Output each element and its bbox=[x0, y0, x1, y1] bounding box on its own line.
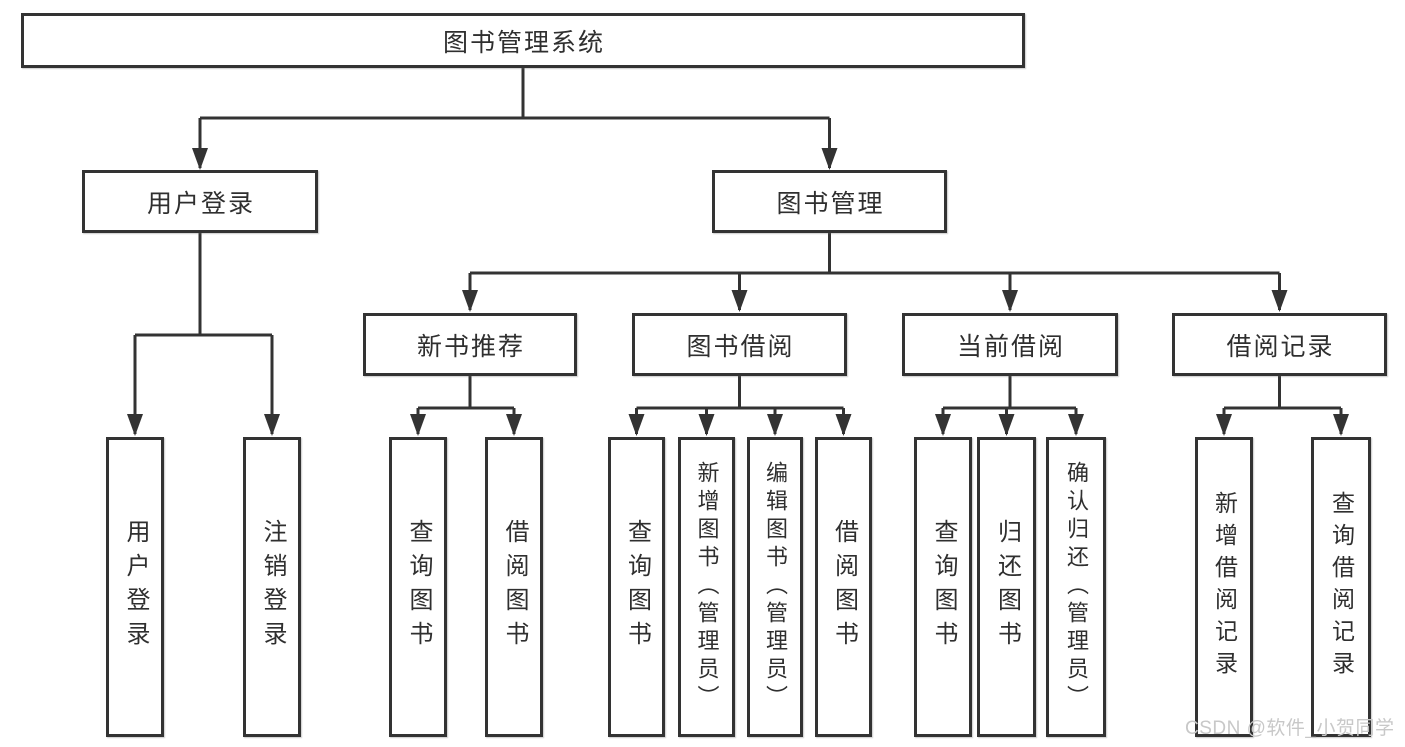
connector-arrows-login-leaves bbox=[127, 335, 280, 436]
node-leaf-borrow-query-books: 查询图书 bbox=[608, 437, 665, 737]
node-leaf-borrow-borrow-books: 借阅图书 bbox=[815, 437, 872, 737]
node-leaf-logout: 注销登录 bbox=[243, 437, 301, 737]
node-leaf-newbook-query-books: 查询图书 bbox=[389, 437, 447, 737]
node-leaf-current-return-books: 归还图书 bbox=[977, 437, 1036, 737]
node-leaf-records-query-record: 查询借阅记录 bbox=[1311, 437, 1371, 737]
connector-arrows-records-leaves bbox=[1216, 408, 1349, 436]
node-leaf-borrow-add-books-admin: 新增图书（管理员） bbox=[678, 437, 735, 737]
node-leaf-newbook-borrow-books: 借阅图书 bbox=[485, 437, 543, 737]
node-leaf-user-login: 用户登录 bbox=[106, 437, 164, 737]
node-leaf-records-add-record: 新增借阅记录 bbox=[1195, 437, 1253, 737]
node-book-borrow: 图书借阅 bbox=[632, 313, 847, 376]
connector-trunks bbox=[135, 68, 1341, 410]
node-leaf-current-query-books: 查询图书 bbox=[914, 437, 972, 737]
node-new-book-recommend: 新书推荐 bbox=[363, 313, 577, 376]
node-borrow-records: 借阅记录 bbox=[1172, 313, 1387, 376]
node-current-borrow: 当前借阅 bbox=[902, 313, 1118, 376]
watermark-csdn: CSDN @软件_小贺同学 bbox=[1185, 718, 1395, 739]
node-root-library-system: 图书管理系统 bbox=[21, 13, 1025, 68]
connector-arrows-level3 bbox=[462, 273, 1288, 312]
node-leaf-current-confirm-return-admin: 确认归还（管理员） bbox=[1046, 437, 1106, 737]
node-book-management: 图书管理 bbox=[712, 170, 947, 233]
node-leaf-borrow-edit-books-admin: 编辑图书（管理员） bbox=[747, 437, 803, 737]
connector-arrows-currentborrow-leaves bbox=[935, 408, 1084, 436]
node-user-login: 用户登录 bbox=[82, 170, 318, 233]
connector-arrows-newbook-leaves bbox=[410, 408, 522, 436]
connector-arrows-level2 bbox=[192, 118, 838, 170]
connector-arrows-bookborrow-leaves bbox=[628, 408, 852, 436]
